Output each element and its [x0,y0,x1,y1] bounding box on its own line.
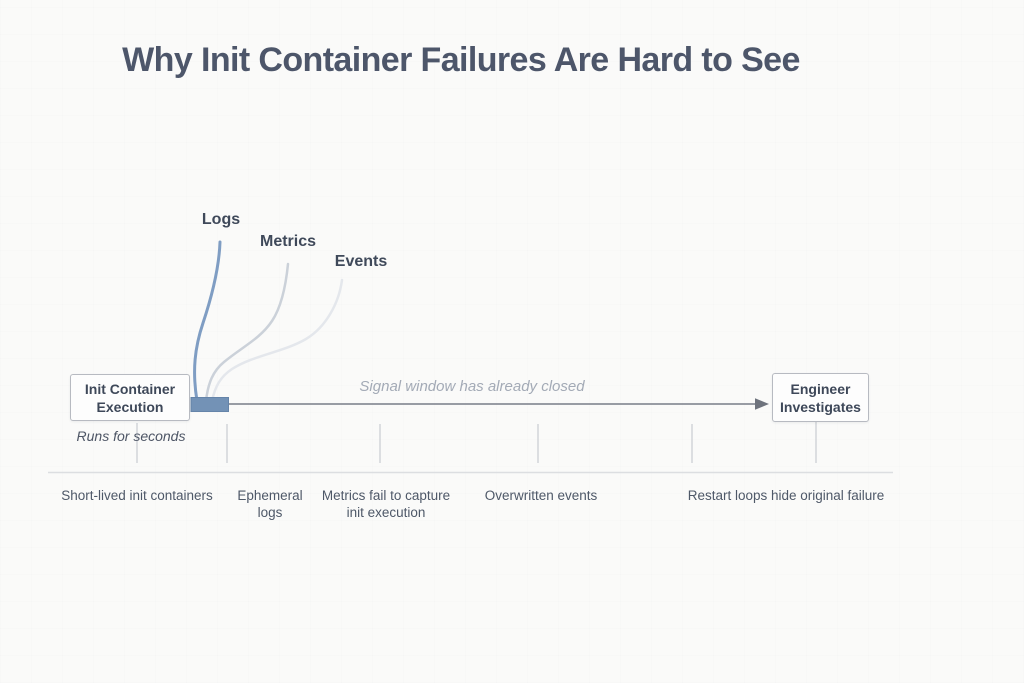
issue-line: logs [257,505,283,520]
issue-line: Short-lived init containers [61,488,213,503]
signal-window-caption: Signal window has already closed [359,378,585,395]
issue-label-short-lived: Short-lived init containers [61,487,213,504]
issue-line: Restart loops hide original failure [687,488,885,503]
issue-line: Overwritten events [484,488,598,503]
signal-label-events: Events [334,253,388,270]
logs-curve [193,240,222,403]
events-curve [210,278,344,403]
engineer-investigates-box: Engineer Investigates [772,373,869,422]
signal-label-logs: Logs [201,211,241,228]
issue-label-ephemeral-logs: Ephemeral logs [237,487,302,521]
signal-label-metrics: Metrics [259,233,317,250]
timeline-arrowhead [755,398,769,410]
issue-line: Metrics fail to capture [321,488,451,503]
init-box-line2: Execution [96,398,164,415]
init-box-line1: Init Container [84,380,176,397]
issue-label-metrics-fail: Metrics fail to capture init execution [322,487,450,521]
engineer-box-line1: Engineer [790,380,851,397]
issue-line: Ephemeral [237,488,303,503]
runs-for-seconds-caption: Runs for seconds [76,428,186,444]
issue-label-overwritten-events: Overwritten events [485,487,598,504]
issue-label-restart-loops: Restart loops hide original failure [688,487,885,504]
engineer-box-line2: Investigates [780,398,861,415]
metrics-curve [204,262,290,403]
init-container-execution-box: Init Container Execution [70,374,190,421]
diagram-title: Why Init Container Failures Are Hard to … [122,41,800,79]
issue-line: init execution [346,505,426,520]
execution-window-bar [190,397,229,412]
